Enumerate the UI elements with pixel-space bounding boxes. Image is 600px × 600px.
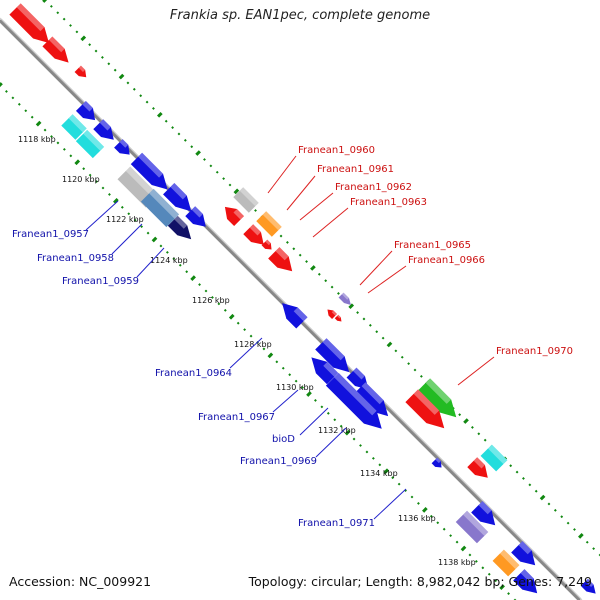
gene-label[interactable]: Franean1_0966 — [408, 255, 485, 266]
genome-summary-text: Topology: circular; Length: 8,982,042 bp… — [248, 574, 592, 589]
map-title: Frankia sp. EAN1pec, complete genome — [169, 8, 431, 23]
gene-red-0962[interactable] — [243, 224, 268, 249]
gene-blue-1[interactable] — [75, 100, 100, 125]
kbp-tick-label: 1124 kbp — [150, 256, 188, 265]
kbp-tick-label: 1118 kbp — [18, 135, 56, 144]
gene-red-0966a[interactable] — [325, 307, 338, 320]
accession-text: Accession: NC_009921 — [9, 574, 152, 589]
leader-line — [136, 247, 165, 278]
gene-blue-0969[interactable] — [325, 372, 388, 435]
gene-red-1[interactable] — [9, 3, 54, 48]
gene-label[interactable]: Franean1_0967 — [198, 412, 275, 423]
gene-blue-5[interactable] — [163, 183, 197, 217]
kbp-tick-label: 1122 kbp — [106, 215, 144, 224]
gene-label[interactable]: Franean1_0970 — [496, 346, 573, 357]
leader-line — [286, 175, 316, 211]
gene-label[interactable]: Franean1_0960 — [298, 145, 375, 156]
gene-orange-0961[interactable] — [256, 211, 282, 237]
gene-label[interactable]: Franean1_0965 — [394, 240, 471, 251]
kbp-tick-label: 1134 kbp — [360, 469, 398, 478]
gene-blue-4[interactable] — [130, 152, 173, 195]
gene-gray-0960[interactable] — [233, 187, 259, 213]
leader-line — [457, 356, 495, 386]
leader-line — [85, 200, 119, 231]
leader-line — [267, 155, 297, 194]
gene-label[interactable]: Franean1_0962 — [335, 182, 412, 193]
gene-label[interactable]: Franean1_0971 — [298, 518, 375, 529]
gene-blue-7[interactable] — [315, 338, 355, 378]
gene-label[interactable]: Franean1_0959 — [62, 276, 139, 287]
leader-line — [299, 407, 329, 436]
gene-red-3[interactable] — [74, 65, 90, 81]
gene-label[interactable]: Franean1_0958 — [37, 253, 114, 264]
gene-red-0966b[interactable] — [334, 314, 343, 323]
kbp-ticks: 1118 kbp 1120 kbp 1122 kbp 1124 kbp 1126 kbp… — [18, 135, 476, 567]
gene-red-0960[interactable] — [220, 202, 245, 227]
kbp-tick-label: 1138 kbp — [438, 558, 476, 567]
leader-line — [312, 207, 349, 238]
leader-line — [229, 337, 263, 369]
gene-label[interactable]: Franean1_0964 — [155, 368, 232, 379]
gene-purple-0965[interactable] — [338, 292, 354, 308]
gene-red-0963b[interactable] — [268, 247, 298, 277]
leader-line — [367, 265, 407, 294]
gene-cyan-2[interactable] — [61, 114, 87, 140]
kbp-tick-label: 1128 kbp — [234, 340, 272, 349]
leader-line — [111, 223, 143, 255]
gene-purple-0971[interactable] — [455, 510, 489, 544]
gene-blue-10[interactable] — [513, 569, 543, 599]
gene-label[interactable]: Franean1_0961 — [317, 164, 394, 175]
gene-blue-3[interactable] — [114, 139, 134, 159]
gene-labels: Franean1_0960Franean1_0961Franean1_0962F… — [12, 145, 573, 529]
gene-blue-8[interactable] — [471, 501, 501, 531]
gene-track — [9, 3, 599, 599]
inner-dotted-guide — [0, 82, 517, 600]
gene-red-4[interactable] — [467, 457, 492, 482]
gene-blue-2[interactable] — [93, 119, 118, 144]
gene-orange-2[interactable] — [492, 549, 520, 577]
gene-blue-edge[interactable] — [580, 578, 599, 597]
gene-blue-9[interactable] — [511, 541, 541, 571]
gene-blue-0964[interactable] — [276, 297, 308, 329]
gene-cyan-1[interactable] — [480, 444, 508, 472]
gene-blue-6[interactable] — [185, 206, 210, 231]
gene-blue-0967[interactable] — [306, 352, 339, 385]
leader-line — [315, 427, 347, 458]
gene-label[interactable]: Franean1_0957 — [12, 229, 89, 240]
kbp-tick-label: 1120 kbp — [62, 175, 100, 184]
gene-steel-0958[interactable] — [140, 188, 180, 228]
leader-line — [299, 192, 334, 221]
gene-label[interactable]: bioD — [272, 434, 295, 445]
kbp-tick-label: 1130 kbp — [276, 383, 314, 392]
gene-green-0970[interactable] — [417, 378, 462, 423]
gene-navy-0959[interactable] — [167, 215, 196, 244]
kbp-tick-label: 1132 kbp — [318, 426, 356, 435]
kbp-tick-label: 1126 kbp — [192, 296, 230, 305]
gene-red-0963[interactable] — [261, 239, 275, 253]
gene-red-2[interactable] — [42, 36, 73, 67]
gene-blue-biod[interactable] — [354, 382, 394, 422]
gene-red-0970b[interactable] — [405, 389, 450, 434]
gene-label[interactable]: Franean1_0963 — [350, 197, 427, 208]
leader-line — [373, 488, 407, 520]
kbp-tick-label: 1136 kbp — [398, 514, 436, 523]
gene-label[interactable]: Franean1_0969 — [240, 456, 317, 467]
gene-blue-biod-a[interactable] — [346, 367, 374, 395]
gene-cyan-3[interactable] — [75, 129, 105, 159]
leader-line — [272, 389, 299, 413]
leader-line — [359, 250, 393, 286]
gene-blue-small[interactable] — [431, 457, 445, 471]
